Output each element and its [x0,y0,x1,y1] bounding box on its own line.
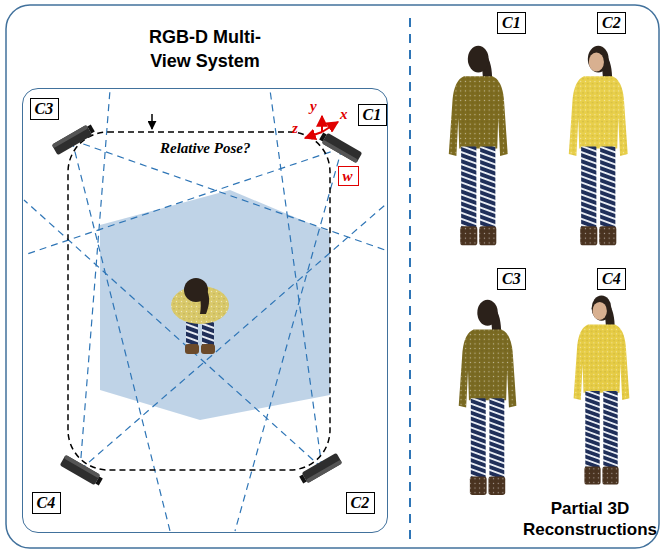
camera-label: C2 [351,493,370,513]
camera-label-box: C3 [30,98,59,120]
panel-title: RGB-D Multi-View System [130,25,280,73]
camera-label-box: C1 [358,104,387,126]
section-caption: Partial 3D Reconstructions [520,498,660,540]
view-label-box: C4 [597,268,626,290]
camera-label-box: C2 [346,492,375,514]
camera-label: C2 [602,13,621,33]
camera-label: C1 [502,13,521,33]
camera-label-box: C4 [32,492,61,514]
camera-label: C4 [37,493,56,513]
camera-label: C3 [502,269,521,289]
camera-label: C3 [35,99,54,119]
world-frame-box: w [338,166,359,186]
view-label-box: C2 [597,12,626,34]
view-label-box: C3 [497,268,526,290]
camera-label: C1 [363,105,382,125]
axis-label: x [340,106,348,123]
annotation: Relative Pose? [160,139,250,157]
frame-label: w [343,167,354,185]
view-label-box: C1 [497,12,526,34]
axis-label: y [310,98,317,115]
axis-label: z [292,120,298,137]
camera-label: C4 [602,269,621,289]
